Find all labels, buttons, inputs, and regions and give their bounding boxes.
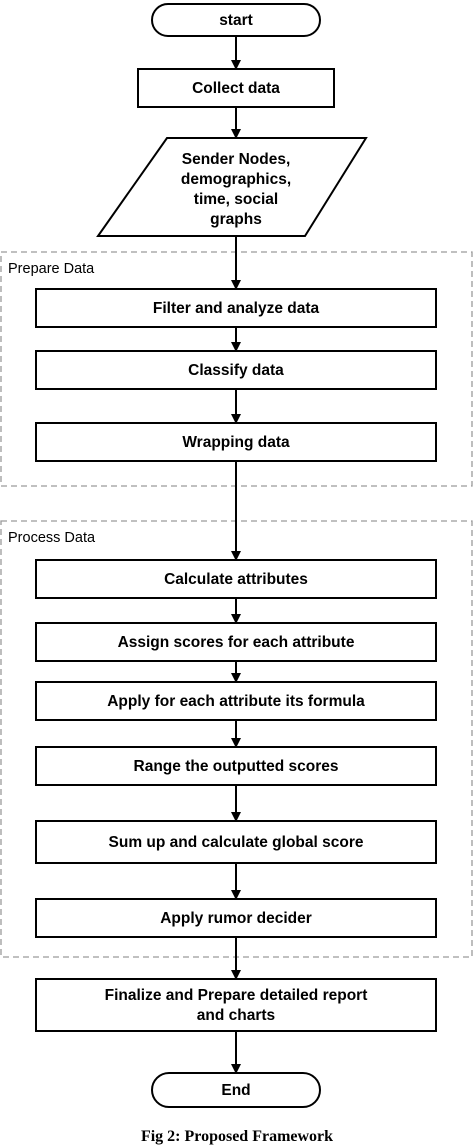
apply-formula-label: Apply for each attribute its formula (107, 693, 365, 710)
collect-data-box (137, 68, 335, 108)
wrapping-label: Wrapping data (182, 434, 290, 451)
prepare-data-label: Prepare Data (8, 261, 95, 277)
filter-analyze-box (35, 288, 437, 328)
process-data-label: Process Data (8, 530, 96, 546)
rumor-decider-label: Apply rumor decider (160, 910, 312, 927)
filter-analyze-label: Filter and analyze data (153, 300, 320, 317)
input-line-4: graphs (210, 211, 262, 228)
finalize-line-2: and charts (197, 1007, 275, 1024)
input-data-parallelogram (96, 137, 368, 237)
finalize-line-1: Finalize and Prepare detailed report (105, 987, 368, 1004)
range-scores-box (35, 746, 437, 786)
global-score-label: Sum up and calculate global score (109, 834, 364, 851)
figure-caption: Fig 2: Proposed Framework (141, 1128, 333, 1145)
classify-label: Classify data (188, 362, 284, 379)
start-label: start (219, 12, 253, 29)
finalize-report-box (35, 978, 437, 1032)
calculate-attributes-label: Calculate attributes (164, 571, 308, 588)
range-scores-label: Range the outputted scores (134, 758, 339, 775)
input-line-2: demographics, (181, 171, 291, 188)
input-line-1: Sender Nodes, (182, 151, 291, 168)
collect-data-label: Collect data (192, 80, 280, 97)
input-line-3: time, social (194, 191, 278, 208)
assign-scores-label: Assign scores for each attribute (118, 634, 355, 651)
end-label: End (221, 1082, 250, 1099)
